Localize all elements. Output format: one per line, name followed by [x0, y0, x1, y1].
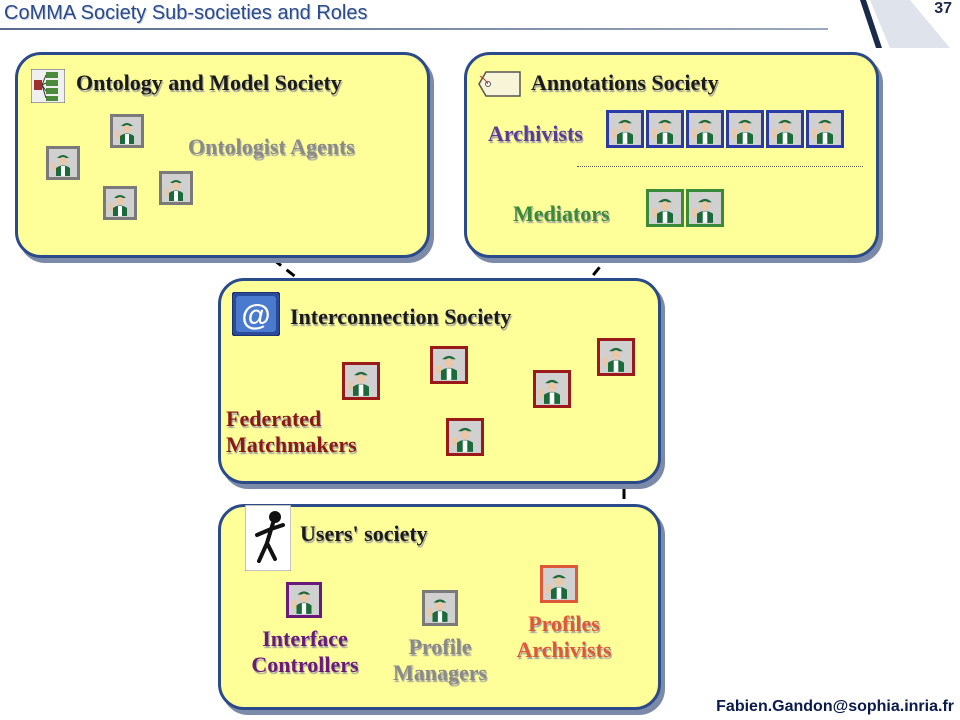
agent-icon	[342, 362, 380, 400]
at-sign-icon: @	[232, 292, 280, 336]
agent-icon	[597, 338, 635, 376]
tag-icon	[478, 71, 521, 97]
agent-icon	[606, 110, 644, 148]
agent-icon	[159, 171, 193, 205]
divider-line	[577, 166, 863, 167]
interface-controllers-label: Interface Controllers	[240, 626, 370, 678]
federated-matchmakers-label: Federated Matchmakers	[226, 406, 357, 458]
agent-icon	[686, 189, 724, 227]
archivists-label: Archivists	[488, 121, 583, 146]
agent-icon	[422, 590, 458, 626]
agent-icon	[766, 110, 804, 148]
agent-icon	[646, 110, 684, 148]
profiles-archivists-label: Profiles Archivists	[500, 611, 628, 663]
agent-icon	[686, 110, 724, 148]
annotations-society-title: Annotations Society	[531, 70, 719, 95]
agent-icon	[806, 110, 844, 148]
corner-decoration	[860, 0, 950, 48]
agent-icon	[646, 189, 684, 227]
ontology-society-title: Ontology and Model Society	[76, 70, 342, 95]
profiles-text: Profiles	[528, 611, 600, 636]
mediators-label: Mediators	[513, 201, 610, 226]
agent-icon	[540, 565, 578, 603]
agent-icon	[726, 110, 764, 148]
federated-text: Federated	[226, 406, 322, 431]
agent-icon	[110, 114, 144, 148]
agent-icon	[430, 346, 468, 384]
agent-icon	[103, 186, 137, 220]
ontologist-agents-label: Ontologist Agents	[188, 134, 355, 159]
page-number: 37	[934, 0, 952, 17]
profile-managers-label: Profile Managers	[378, 634, 502, 686]
title-underline	[0, 28, 828, 30]
managers-text: Managers	[392, 660, 488, 685]
interface-text: Interface	[262, 626, 348, 651]
interconnection-society-title: Interconnection Society	[290, 304, 512, 329]
agent-icon	[533, 370, 571, 408]
agent-icon	[46, 146, 80, 180]
stick-figure-icon	[245, 505, 291, 571]
archivists-text: Archivists	[516, 637, 612, 662]
slide-title: CoMMA Society Sub-societies and Roles	[4, 2, 368, 24]
matchmakers-text: Matchmakers	[226, 432, 357, 457]
agent-icon	[446, 418, 484, 456]
profile-text: Profile	[408, 634, 472, 659]
hierarchy-icon	[31, 69, 65, 103]
author-email: Fabien.Gandon@sophia.inria.fr	[716, 698, 954, 715]
controllers-text: Controllers	[251, 652, 359, 677]
agent-icon	[286, 582, 322, 618]
svg-text:@: @	[241, 299, 270, 332]
ontology-society-panel	[15, 52, 430, 258]
users-society-title: Users' society	[300, 521, 428, 546]
